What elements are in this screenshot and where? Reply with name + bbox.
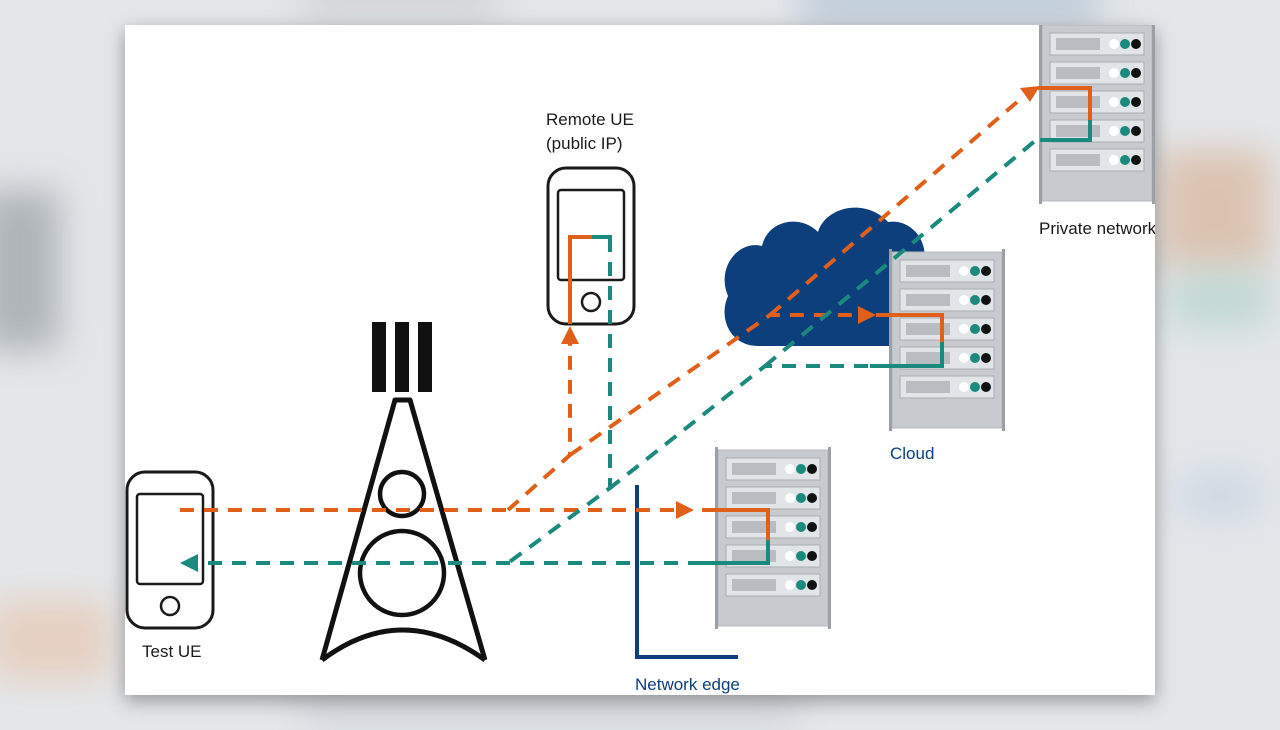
downlink-paths bbox=[200, 138, 1038, 565]
network-edge-label: Network edge bbox=[635, 675, 740, 694]
backdrop-blob bbox=[1180, 470, 1260, 520]
backdrop-blob bbox=[0, 190, 60, 350]
backdrop-blob bbox=[1170, 270, 1270, 330]
private-network-label: Private network bbox=[1039, 219, 1155, 238]
backdrop-blob bbox=[300, 690, 800, 730]
downlink-internal-routes bbox=[592, 120, 1092, 565]
uplink-paths bbox=[180, 94, 1026, 512]
backdrop-blob bbox=[800, 0, 1100, 20]
cell-tower-icon bbox=[319, 322, 488, 663]
diagram-panel: Remote UE (public IP) Private network Cl… bbox=[125, 25, 1155, 695]
private-network-server-icon bbox=[1038, 25, 1155, 205]
uplink-arrowheads bbox=[561, 86, 1040, 519]
downlink-arrowhead bbox=[180, 554, 198, 572]
downlink-from-private-network bbox=[763, 138, 1038, 368]
remote-ue-label-line1: Remote UE bbox=[546, 110, 634, 129]
remote-ue-phone-icon bbox=[546, 166, 636, 326]
backdrop-blob bbox=[300, 0, 500, 20]
uplink-to-private-network bbox=[768, 94, 1026, 317]
backdrop-blob bbox=[0, 600, 110, 680]
network-diagram bbox=[125, 25, 1155, 663]
cloud-server-icon bbox=[888, 248, 1006, 432]
edge-server-icon bbox=[714, 446, 832, 630]
uplink-internal-routes bbox=[568, 86, 1092, 540]
test-ue-label: Test UE bbox=[142, 642, 202, 661]
network-edge-boundary bbox=[635, 485, 738, 659]
uplink-to-remote-ue bbox=[506, 340, 572, 512]
test-ue-phone-icon bbox=[125, 470, 215, 630]
remote-ue-label-line2: (public IP) bbox=[546, 134, 623, 153]
backdrop-blob bbox=[1160, 150, 1270, 270]
cloud-label: Cloud bbox=[890, 444, 935, 463]
